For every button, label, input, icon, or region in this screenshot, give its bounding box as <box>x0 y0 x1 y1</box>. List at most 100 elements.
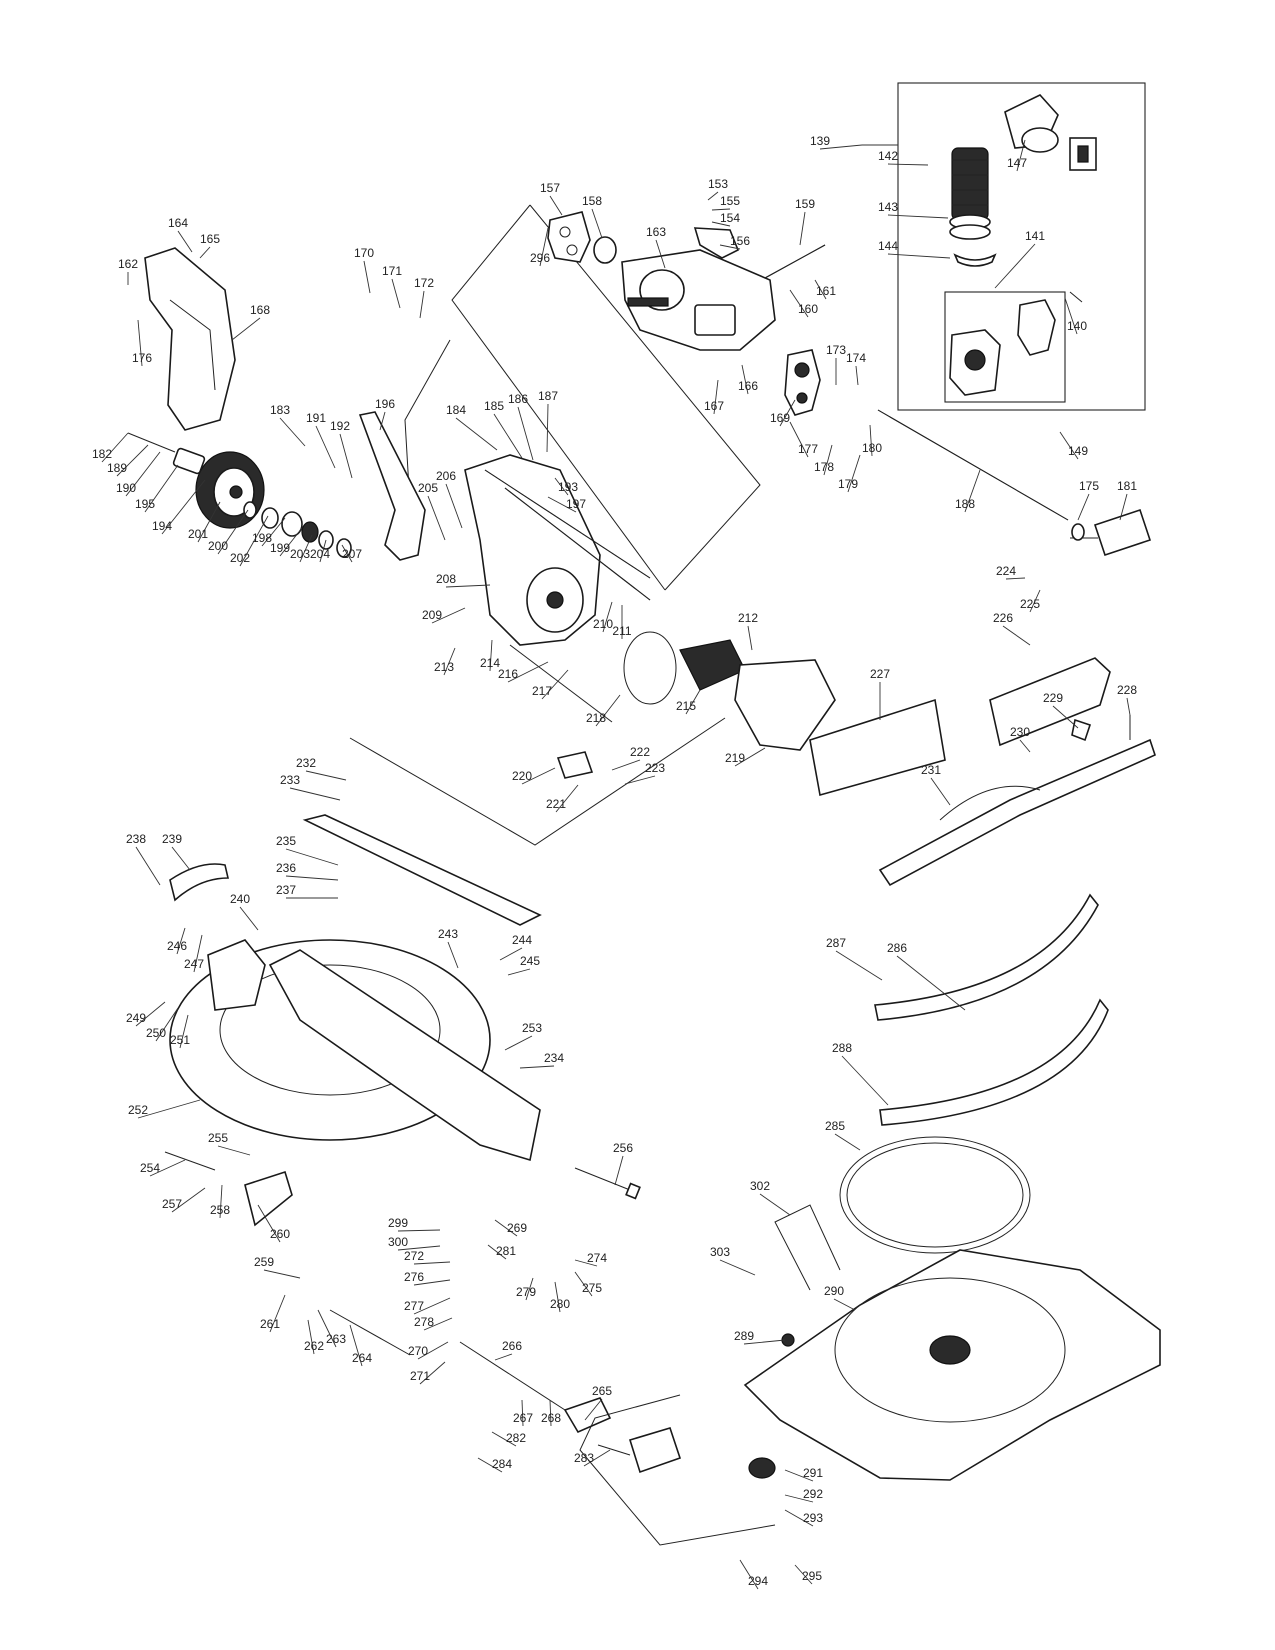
callout-253: 253 <box>522 1021 542 1035</box>
foot-291 <box>748 1457 776 1479</box>
rails-upper <box>484 469 651 601</box>
belt-196 <box>358 411 426 561</box>
callout-144: 144 <box>878 239 898 253</box>
leader-line-274 <box>574 1259 598 1267</box>
callout-215: 215 <box>676 699 696 713</box>
callout-147: 147 <box>1007 156 1027 170</box>
callout-211: 211 <box>612 624 631 638</box>
ring-218 <box>623 631 677 705</box>
leader-line-203 <box>299 534 313 563</box>
guide-fence-231 <box>878 738 1156 887</box>
callout-198: 198 <box>252 531 272 545</box>
leader-line-167 <box>713 379 719 415</box>
slide-rod-159 <box>764 244 826 279</box>
leader-line-285 <box>834 1133 861 1151</box>
dust-chute-219 <box>734 659 836 751</box>
leader-line-141 <box>994 243 1036 289</box>
leader-line-205 <box>427 495 446 541</box>
callout-266: 266 <box>502 1339 522 1353</box>
leader-line-178 <box>823 444 833 476</box>
callout-156: 156 <box>730 234 750 248</box>
leader-line-272 <box>413 1261 451 1265</box>
callout-287: 287 <box>826 936 846 950</box>
callout-140: 140 <box>1067 319 1087 333</box>
callout-183: 183 <box>270 403 290 417</box>
callout-189: 189 <box>107 461 127 475</box>
leader-line-189 <box>116 444 149 477</box>
shaft-195 <box>127 432 206 475</box>
callout-174: 174 <box>846 351 866 365</box>
callout-226: 226 <box>993 611 1013 625</box>
leader-line-252 <box>137 1099 201 1119</box>
sub-fence-226 <box>989 657 1111 747</box>
callout-260: 260 <box>270 1227 290 1241</box>
leader-line-217 <box>541 669 569 700</box>
leader-line-247 <box>193 934 203 973</box>
leader-line-249 <box>135 1001 166 1027</box>
leader-line-223 <box>624 775 656 785</box>
callout-160: 160 <box>798 302 818 316</box>
callout-291: 291 <box>803 1466 823 1480</box>
callout-213: 213 <box>434 660 454 674</box>
callout-228: 228 <box>1117 683 1137 697</box>
callout-177: 177 <box>798 442 818 456</box>
leader-line-263 <box>317 1309 337 1348</box>
plate-157 <box>547 211 591 263</box>
leader-line-208 <box>445 584 491 588</box>
callout-195: 195 <box>135 497 155 511</box>
leader-line-280 <box>554 1281 561 1313</box>
leader-line-183 <box>279 417 306 447</box>
callout-180: 180 <box>862 441 882 455</box>
callout-279: 279 <box>516 1285 536 1299</box>
ring-285 <box>839 1136 1031 1254</box>
leader-line-292 <box>784 1494 814 1503</box>
leader-line-176 <box>137 319 143 367</box>
leader-line-286 <box>896 955 966 1011</box>
callout-168: 168 <box>250 303 270 317</box>
callout-283: 283 <box>574 1451 594 1465</box>
dust-duct-215 <box>679 639 746 691</box>
callout-249: 249 <box>126 1011 146 1025</box>
callout-246: 246 <box>167 939 187 953</box>
pin-254 <box>164 1151 216 1171</box>
leader-line-158 <box>591 208 603 239</box>
scale-plate-288 <box>879 998 1109 1126</box>
callout-204: 204 <box>310 547 330 561</box>
leader-line-160 <box>789 289 809 318</box>
callout-240: 240 <box>230 892 250 906</box>
callout-179: 179 <box>838 477 858 491</box>
stand-rod-294 <box>579 1394 776 1546</box>
callout-293: 293 <box>803 1511 823 1525</box>
leader-line-303 <box>719 1259 756 1276</box>
leader-line-155 <box>711 208 731 211</box>
callout-286: 286 <box>887 941 907 955</box>
callout-244: 244 <box>512 933 532 947</box>
leader-line-271 <box>419 1361 446 1385</box>
lever-156 <box>693 227 740 259</box>
callout-191: 191 <box>306 411 326 425</box>
callout-203: 203 <box>290 547 310 561</box>
callout-239: 239 <box>162 832 182 846</box>
leader-line-253 <box>504 1035 533 1051</box>
knob-181 <box>1070 508 1152 557</box>
rod-264 <box>329 1309 411 1356</box>
leader-line-232 <box>305 770 347 781</box>
leader-line-261 <box>269 1294 286 1333</box>
leader-line-209 <box>431 607 466 624</box>
callout-223: 223 <box>645 761 665 775</box>
callout-236: 236 <box>276 861 296 875</box>
callout-199: 199 <box>270 541 290 555</box>
leader-line-293 <box>784 1509 814 1527</box>
callout-230: 230 <box>1010 725 1030 739</box>
callout-219: 219 <box>725 751 745 765</box>
dust-elbow-part <box>1004 94 1097 171</box>
arm-holder-208 <box>464 454 601 646</box>
callout-262: 262 <box>304 1339 324 1353</box>
callout-235: 235 <box>276 834 296 848</box>
callout-142: 142 <box>878 149 898 163</box>
leader-line-287 <box>835 950 883 981</box>
leader-line-264 <box>349 1324 363 1367</box>
callout-264: 264 <box>352 1351 372 1365</box>
leader-line-283 <box>583 1449 611 1467</box>
leader-line-215 <box>685 689 701 715</box>
